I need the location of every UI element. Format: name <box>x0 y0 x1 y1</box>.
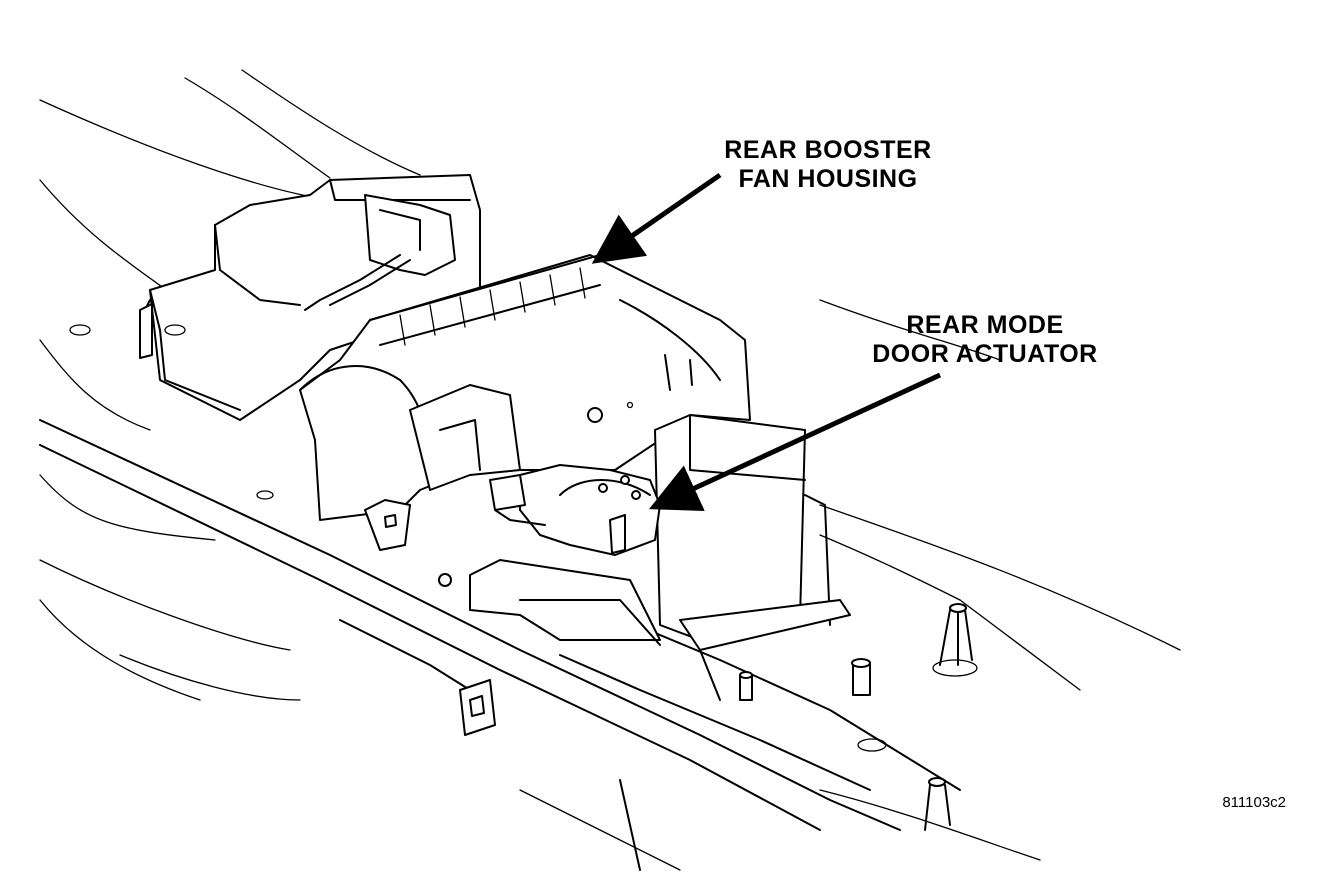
fan-housing-arrow <box>591 172 722 264</box>
callout-leaders <box>591 172 942 511</box>
fan-housing-label-line2: FAN HOUSING <box>738 165 917 193</box>
callout-mode-door-actuator: REAR MODE DOOR ACTUATOR <box>872 311 1097 368</box>
body-panel-contours <box>39 69 1181 861</box>
floor-rail <box>39 419 961 871</box>
console-channel <box>469 559 851 701</box>
fan-housing-label-line1: REAR BOOSTER <box>724 136 931 164</box>
actuator-label-line2: DOOR ACTUATOR <box>872 340 1097 368</box>
mounting-clip <box>364 499 496 736</box>
mounting-studs <box>69 324 978 831</box>
figure-id: 811103c2 <box>1222 794 1286 811</box>
callout-fan-housing: REAR BOOSTER FAN HOUSING <box>724 136 931 193</box>
mode-door-actuator <box>489 464 661 556</box>
actuator-arrow <box>648 372 942 511</box>
wire-connector <box>304 194 456 311</box>
actuator-label-line1: REAR MODE <box>906 311 1063 339</box>
